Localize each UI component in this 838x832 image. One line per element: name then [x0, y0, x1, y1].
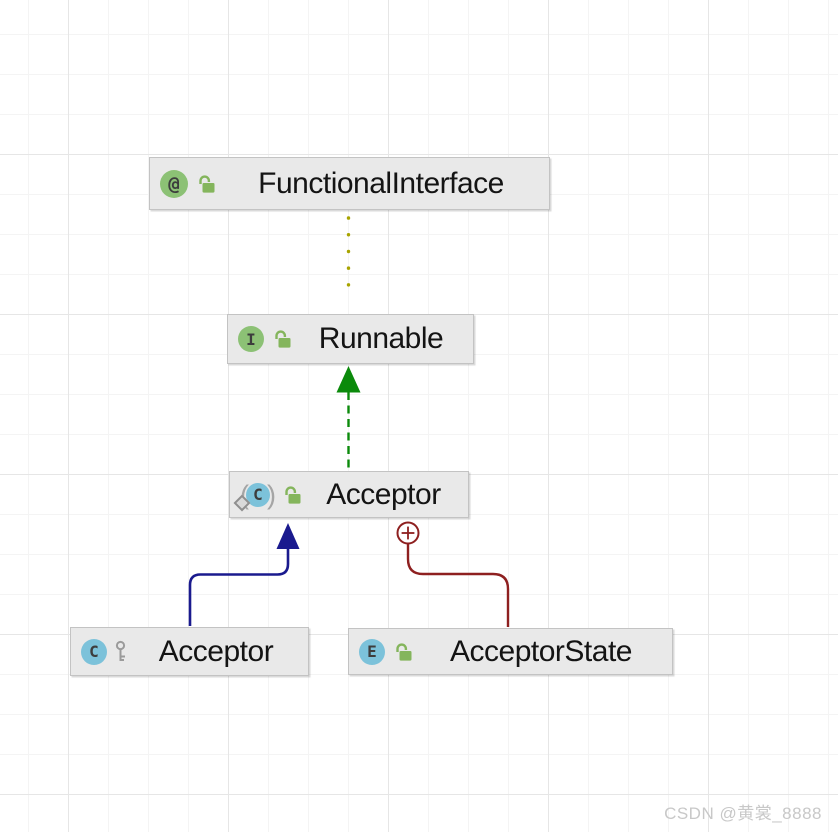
unlocked-lock-icon	[392, 642, 413, 662]
generalization-edge[interactable]	[188, 523, 300, 626]
class-badge-glyph: C	[89, 642, 99, 661]
node-label: AcceptorState	[450, 634, 632, 668]
class-icon: C	[81, 638, 107, 665]
annotation-icon: @	[160, 169, 188, 198]
unlocked-lock-icon	[195, 174, 216, 194]
paren-open-glyph: (	[240, 479, 249, 510]
annotation-badge-glyph: @	[168, 172, 180, 195]
class-badge-glyph: C	[253, 485, 263, 504]
watermark: CSDN @黄裳_8888	[664, 804, 822, 823]
triangle-arrowhead-up[interactable]	[336, 366, 361, 393]
triangle-arrowhead-up[interactable]	[276, 523, 300, 549]
interface-badge-glyph: I	[246, 329, 256, 349]
enum-icon: E	[359, 638, 385, 665]
solid-line[interactable]	[188, 548, 290, 626]
paren-close-glyph: )	[267, 479, 276, 510]
node-label: Acceptor	[158, 634, 274, 668]
node-label: FunctionalInterface	[258, 166, 504, 200]
class-node-acceptor-anonymous[interactable]: ( C ) Acceptor	[229, 471, 469, 518]
anonymous-class-icon: ( C )	[233, 479, 276, 511]
interface-icon: I	[238, 326, 264, 352]
class-node-functional-interface[interactable]: @ FunctionalInterface	[149, 157, 550, 210]
unlocked-lock-icon	[281, 485, 302, 505]
enum-badge-glyph: E	[367, 642, 377, 661]
realization-edge[interactable]	[336, 366, 361, 470]
node-label: Runnable	[318, 322, 444, 355]
unlocked-lock-icon	[271, 329, 292, 349]
solid-line[interactable]	[406, 544, 510, 627]
class-node-acceptor[interactable]: C Acceptor	[70, 627, 309, 676]
node-label: Acceptor	[326, 477, 441, 511]
class-node-runnable[interactable]: I Runnable	[227, 314, 474, 364]
class-node-acceptor-state[interactable]: E AcceptorState	[348, 628, 673, 675]
key-icon	[114, 640, 127, 664]
inner-class-edge[interactable]	[396, 521, 510, 628]
